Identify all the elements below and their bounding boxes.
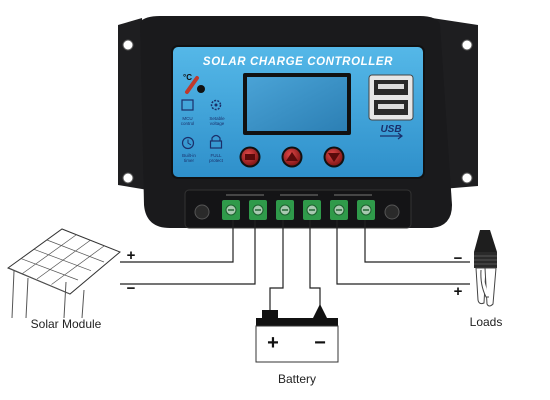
mcu-icon: MCU control: [181, 99, 195, 126]
bulb-thread: [474, 255, 497, 265]
clock-icon: Built-in timer: [181, 136, 196, 163]
battery-label: Battery: [278, 372, 316, 386]
terminal-screw-cover-left: [194, 204, 210, 220]
load-positive-sign: +: [454, 283, 463, 300]
wire-battery-positive: [269, 220, 284, 318]
terminal-block: [184, 189, 412, 229]
load-negative-sign: −: [454, 250, 463, 267]
terminal-screw-cover-right: [384, 204, 400, 220]
lock-body: [209, 140, 223, 149]
lock-icon: FULL protect: [209, 134, 224, 163]
terminal-battery-positive[interactable]: [276, 200, 294, 220]
mount-hole-top-left: [122, 39, 134, 51]
temperature-icon: °C: [183, 73, 205, 94]
solar-panel-grid: [8, 234, 105, 295]
terminal-load-positive[interactable]: [330, 200, 348, 220]
up-button[interactable]: [281, 146, 303, 168]
battery-negative-sign: −: [314, 332, 326, 354]
terminals: [222, 200, 375, 220]
solar-negative-sign: −: [127, 280, 136, 297]
wire-battery-negative: [309, 220, 321, 318]
battery-icon: [255, 304, 339, 363]
thermometer-stem: [185, 76, 199, 94]
charge-controller: SOLAR CHARGE CONTROLLER USB °C MCU contr…: [118, 16, 478, 229]
up-arrow-icon: [286, 152, 298, 161]
menu-button[interactable]: [239, 146, 261, 168]
solar-module-label: Solar Module: [31, 317, 102, 331]
controller-title: SOLAR CHARGE CONTROLLER: [203, 56, 393, 68]
temperature-unit-label: °C: [183, 73, 192, 82]
terminal-solar-positive[interactable]: [222, 200, 240, 220]
terminal-load-negative[interactable]: [357, 200, 375, 220]
clock-label-line-2: timer: [184, 158, 195, 163]
loads-label: Loads: [470, 315, 503, 329]
bulb-cap: [474, 230, 497, 252]
lock-label-line-1: FULL: [210, 153, 222, 158]
menu-square-icon: [245, 154, 255, 160]
clock-face: [181, 136, 195, 150]
left-mount-ear: [118, 18, 148, 190]
lock-label-line-2: protect: [209, 158, 224, 163]
gear-icon: Setable voltage: [209, 99, 225, 126]
solar-panel-icon: [6, 228, 121, 319]
bulb-tubes: [475, 267, 497, 307]
solar-panel-stand-back: [63, 281, 85, 319]
clock-label-line-1: Built-in: [182, 153, 196, 158]
wire-solar-negative: [120, 220, 256, 285]
usb-port-2-tongue: [378, 104, 404, 109]
battery-case: [255, 325, 339, 363]
mount-hole-bottom-right: [461, 172, 473, 184]
gear-label-line-1: Setable: [209, 116, 225, 121]
wire-load-positive: [336, 220, 470, 285]
mount-hole-top-right: [461, 39, 473, 51]
mcu-label-line-1: MCU: [182, 116, 192, 121]
usb-port-1-tongue: [378, 84, 404, 89]
usb-symbol-icon: [380, 132, 403, 140]
gear-shape: [210, 99, 222, 111]
mcu-chip-shape: [181, 99, 194, 111]
down-arrow-icon: [328, 153, 340, 162]
usb-label: USB: [380, 124, 401, 135]
mcu-label-line-2: control: [181, 121, 195, 126]
solar-panel-stand-front: [11, 270, 29, 319]
lock-shackle: [211, 134, 221, 141]
battery-lid: [256, 318, 338, 326]
clock-hands: [187, 139, 192, 146]
thermometer-bulb: [197, 85, 205, 93]
wire-solar-positive: [120, 220, 234, 263]
wires: [120, 220, 470, 318]
lcd-screen: [247, 77, 347, 131]
battery-negative-post: [313, 304, 327, 318]
lightbulb-icon: [474, 230, 497, 307]
gear-label-line-2: voltage: [210, 121, 225, 126]
down-button[interactable]: [323, 146, 345, 168]
wire-load-negative: [364, 220, 470, 263]
battery-positive-post: [262, 310, 278, 318]
solar-positive-sign: +: [127, 247, 136, 264]
battery-positive-sign: +: [267, 332, 279, 354]
terminal-solar-negative[interactable]: [249, 200, 267, 220]
mount-hole-bottom-left: [122, 172, 134, 184]
terminal-battery-negative[interactable]: [303, 200, 321, 220]
gear-center: [214, 103, 218, 107]
